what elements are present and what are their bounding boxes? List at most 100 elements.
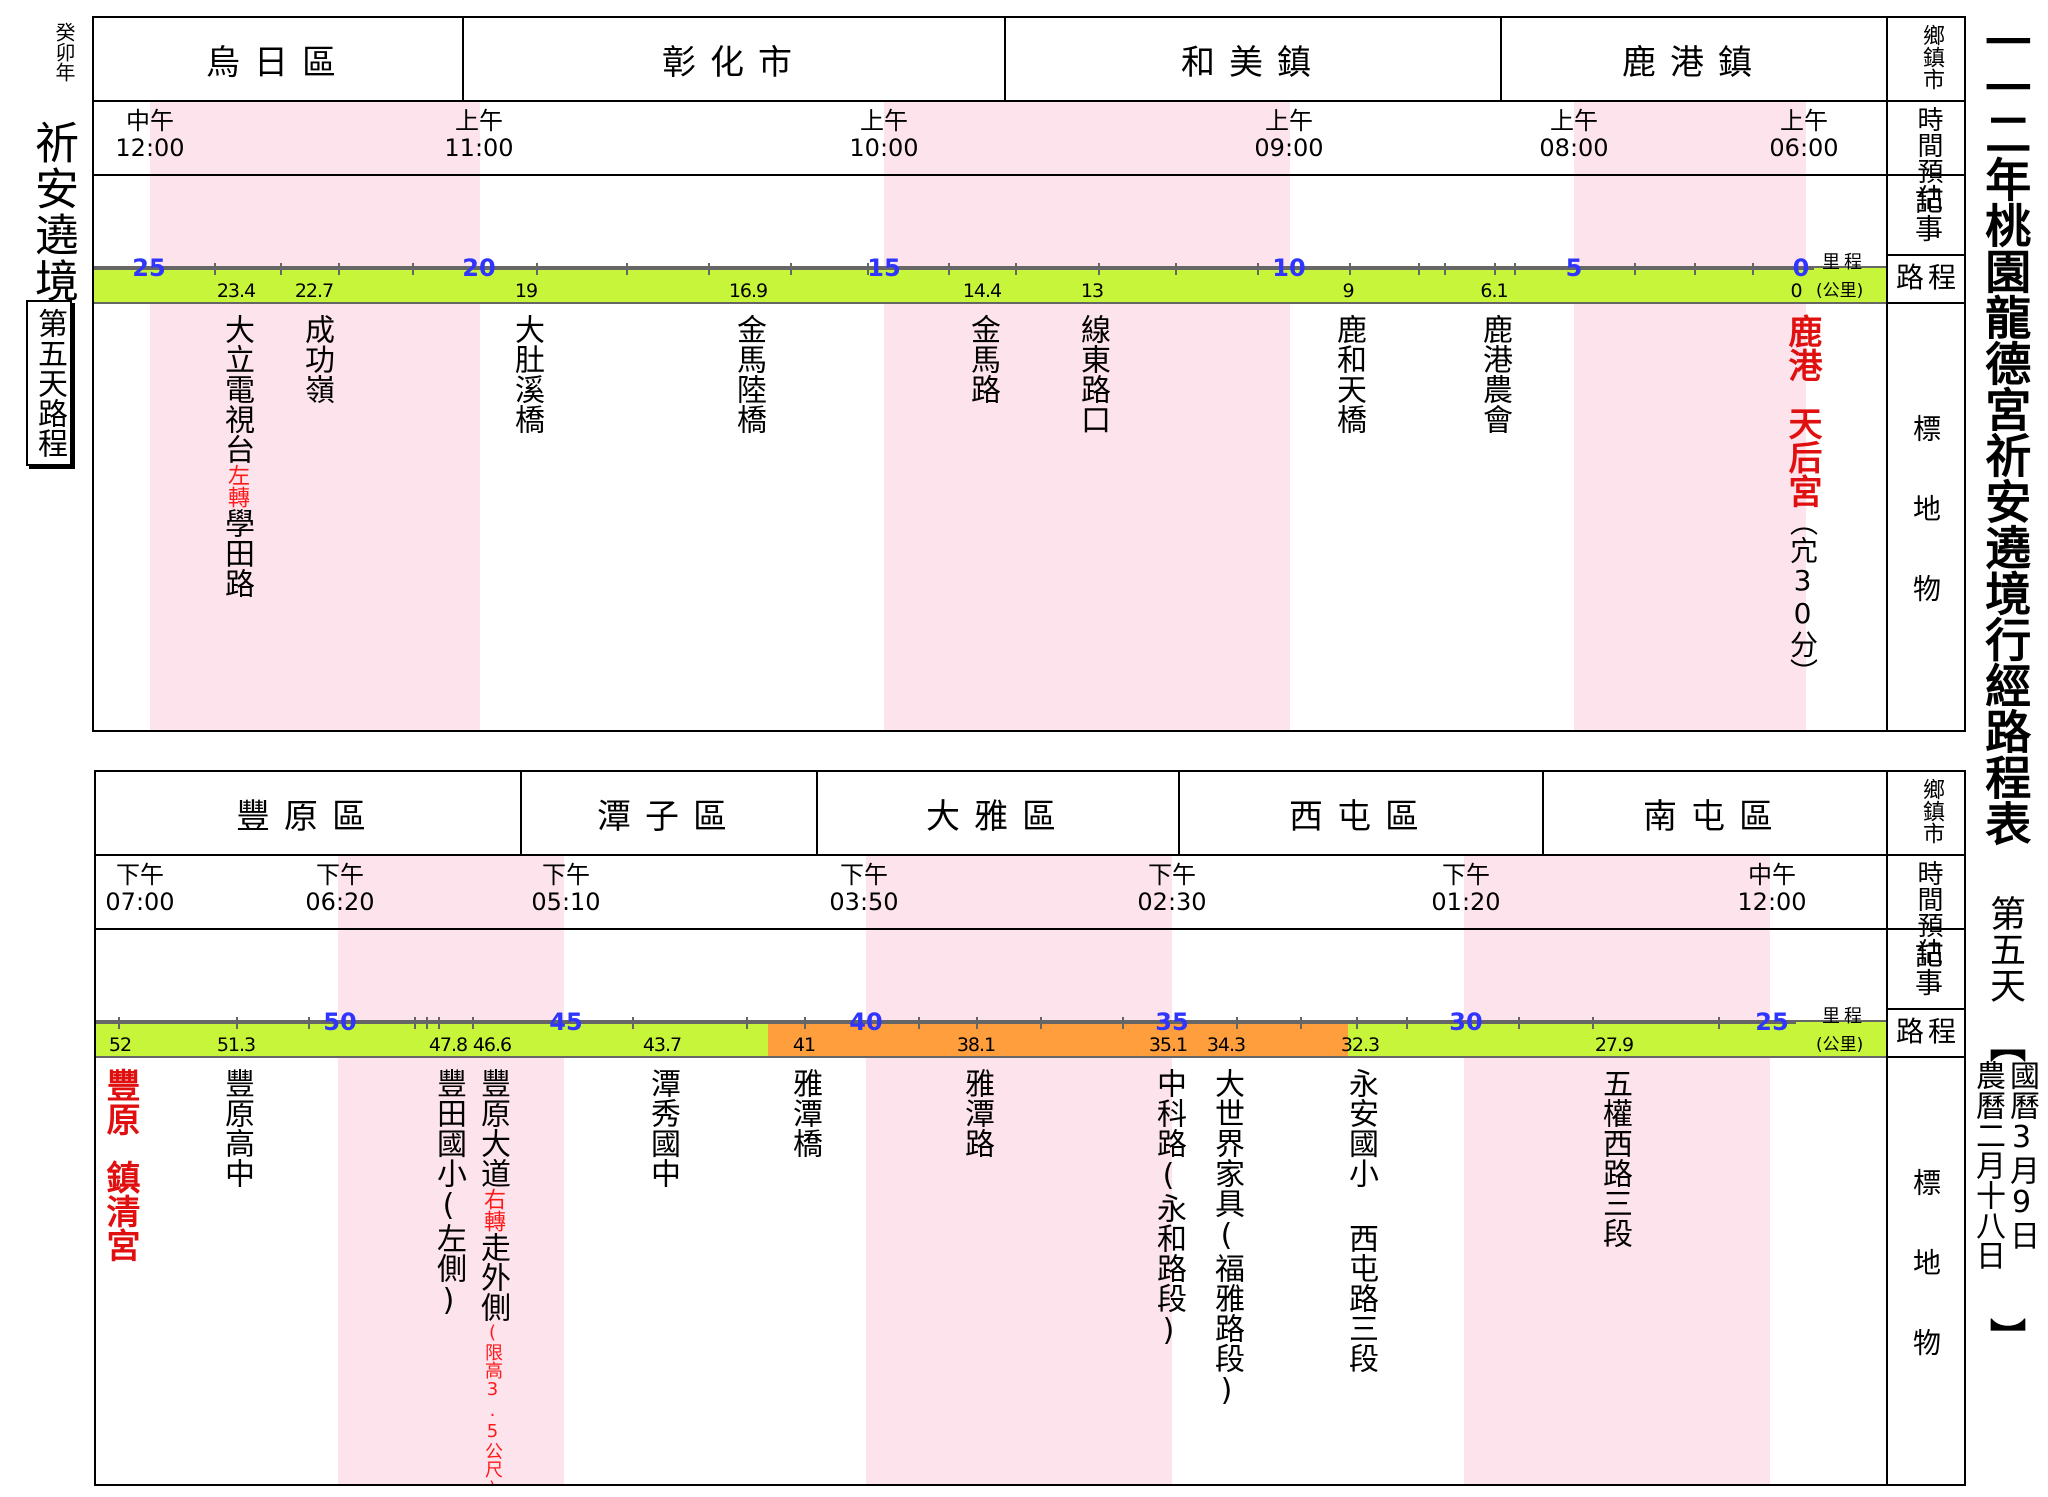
time-value: 05:10 — [531, 888, 601, 916]
landmark-zhongke-road: 中科路(永和路段) — [1151, 1068, 1186, 1348]
km-mark-0: 0 — [1792, 254, 1810, 282]
destination-place: 鹿港 — [1782, 314, 1822, 382]
km-mark-30: 30 — [1449, 1008, 1483, 1036]
bottom-route-table: 豐原區 潭子區 大雅區 西屯區 南屯區 鄉鎮市 時間預估 記事 路程 標地物 下… — [94, 770, 1966, 1486]
label-time-text: 時間預估 — [1913, 106, 1943, 210]
route-axis — [94, 268, 1814, 270]
km-value: 51.3 — [216, 1034, 256, 1056]
district-wuri: 烏日區 — [206, 42, 350, 83]
landmark-yatan-bridge: 雅潭橋 — [787, 1068, 822, 1158]
km-mark-25: 25 — [132, 254, 166, 282]
time-value: 07:00 — [105, 888, 175, 916]
time-period: 中午 — [1748, 861, 1796, 889]
landmark-lugang-farmers: 鹿港農會 — [1477, 314, 1512, 434]
district-lugang: 鹿港鎮 — [1622, 42, 1766, 83]
time-value: 06:20 — [305, 888, 375, 916]
destination-place: 豐原 — [100, 1068, 140, 1136]
landmark-luhe-overpass: 鹿和天橋 — [1331, 314, 1366, 434]
height-limit-note: (限高3.5公尺) — [482, 1322, 503, 1486]
bracket-open: 【 — [1984, 1026, 2025, 1062]
km-value: 13 — [1080, 280, 1104, 302]
km-value: 47.8 — [428, 1034, 468, 1056]
km-mark-50: 50 — [323, 1008, 357, 1036]
landmark-fengyuan-zhenqing: 豐原鎮清宮 — [100, 1068, 140, 1262]
label-route: 路程 — [1895, 1015, 1960, 1048]
km-mark-15: 15 — [867, 254, 901, 282]
time-band — [884, 102, 1290, 730]
label-district: 鄉鎮市 — [1919, 24, 1944, 90]
km-value: 0 — [1790, 280, 1802, 302]
landmark-tanxiu-junior: 潭秀國中 — [645, 1068, 680, 1188]
label-time: 時間預估 — [1890, 106, 1964, 210]
time-period: 上午 — [1550, 107, 1598, 135]
destination-temple: 天后宮 — [1782, 406, 1822, 508]
label-time-text: 時間預估 — [1913, 860, 1943, 964]
route-axis — [96, 1022, 1796, 1024]
route-km-label: 里程 — [1822, 252, 1866, 273]
destination-temple: 鎮清宮 — [100, 1160, 140, 1262]
turn-note: 左轉 — [224, 464, 249, 508]
km-value: 22.7 — [294, 280, 334, 302]
landmark-text: 大立電視台 — [219, 314, 254, 464]
landmark-wuquan-west-road: 五權西路三段 — [1597, 1068, 1632, 1248]
time-period: 上午 — [455, 107, 503, 135]
district-nantun: 南屯區 — [1643, 796, 1787, 837]
km-mark-5: 5 — [1565, 254, 1583, 282]
time-value: 01:20 — [1431, 888, 1501, 916]
km-value: 27.9 — [1594, 1034, 1634, 1056]
time-value: 10:00 — [849, 134, 919, 162]
km-value: 46.6 — [472, 1034, 512, 1056]
km-value: 32.3 — [1340, 1034, 1380, 1056]
label-landmark: 標地物 — [1909, 1168, 1942, 1408]
label-landmark: 標地物 — [1909, 414, 1942, 654]
time-period: 下午 — [316, 861, 364, 889]
km-mark-45: 45 — [549, 1008, 583, 1036]
km-mark-40: 40 — [849, 1008, 883, 1036]
district-xitun: 西屯區 — [1289, 796, 1433, 837]
landmark-chenggong-ling: 成功嶺 — [299, 314, 334, 404]
right-main-title: 一一二年桃園龍德宮祈安遶境行經路程表 — [1978, 18, 2033, 846]
landmark-text: 學田路 — [219, 508, 254, 598]
landmark-fengyuan-avenue: 豐原大道右轉走外側(限高3.5公尺) — [475, 1068, 510, 1486]
km-value: 38.1 — [956, 1034, 996, 1056]
km-mark-25: 25 — [1755, 1008, 1789, 1036]
time-value: 09:00 — [1254, 134, 1324, 162]
km-value: 14.4 — [962, 280, 1002, 302]
km-value: 34.3 — [1206, 1034, 1246, 1056]
time-period: 上午 — [1780, 107, 1828, 135]
landmark-great-world-furniture: 大世界家具(福雅路段) — [1209, 1068, 1244, 1408]
day-route-label: 第五天路程 — [26, 300, 72, 466]
time-band — [150, 102, 480, 730]
time-period: 上午 — [860, 107, 908, 135]
km-mark-10: 10 — [1272, 254, 1306, 282]
route-km-unit: (公里) — [1816, 1035, 1864, 1055]
km-value: 9 — [1342, 280, 1354, 302]
time-period: 下午 — [1442, 861, 1490, 889]
time-band — [1574, 102, 1806, 730]
time-period: 下午 — [116, 861, 164, 889]
district-daya: 大雅區 — [926, 796, 1070, 837]
landmark-yatan-road: 雅潭路 — [959, 1068, 994, 1158]
km-value: 52 — [108, 1034, 132, 1056]
km-value: 16.9 — [728, 280, 768, 302]
landmark-jinma-road: 金馬路 — [965, 314, 1000, 404]
landmark-dadu-bridge: 大肚溪橋 — [509, 314, 544, 434]
label-time: 時間預估 — [1890, 860, 1964, 964]
label-route: 路程 — [1895, 261, 1960, 294]
km-value: 19 — [514, 280, 538, 302]
route-bar — [94, 266, 1886, 304]
route-km-unit: (公里) — [1816, 281, 1864, 301]
time-period: 上午 — [1265, 107, 1313, 135]
route-km-label: 里程 — [1822, 1006, 1866, 1027]
time-period: 下午 — [840, 861, 888, 889]
